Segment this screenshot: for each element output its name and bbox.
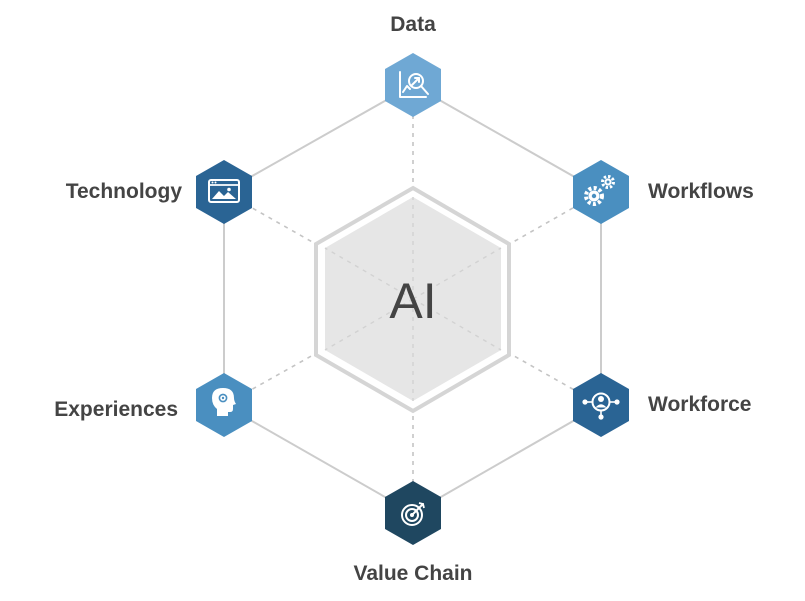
node-workforce: Workforce bbox=[573, 373, 751, 437]
gears-icon bbox=[584, 175, 615, 206]
node-experiences-label: Experiences bbox=[54, 398, 178, 421]
node-technology: Technology bbox=[66, 160, 252, 224]
node-value-chain-label: Value Chain bbox=[353, 562, 472, 585]
target-icon bbox=[401, 502, 425, 526]
team-network-icon bbox=[582, 392, 620, 420]
center-hexagon: AI bbox=[314, 185, 511, 414]
node-data-label: Data bbox=[390, 13, 436, 36]
center-inner-dashes bbox=[324, 197, 502, 401]
node-technology-hexagon bbox=[196, 160, 252, 224]
browser-window-icon bbox=[208, 179, 240, 203]
node-data: Data bbox=[385, 13, 441, 117]
node-workflows-hexagon bbox=[573, 160, 629, 224]
data-analysis-icon bbox=[399, 71, 429, 98]
node-workflows: Workflows bbox=[573, 160, 754, 224]
head-idea-icon bbox=[212, 388, 236, 416]
node-workforce-label: Workforce bbox=[648, 393, 751, 416]
node-workflows-label: Workflows bbox=[648, 180, 754, 203]
node-experiences: Experiences bbox=[54, 373, 252, 437]
center-label: AI bbox=[389, 273, 436, 329]
node-technology-label: Technology bbox=[66, 180, 183, 203]
node-value-chain: Value Chain bbox=[353, 481, 473, 585]
